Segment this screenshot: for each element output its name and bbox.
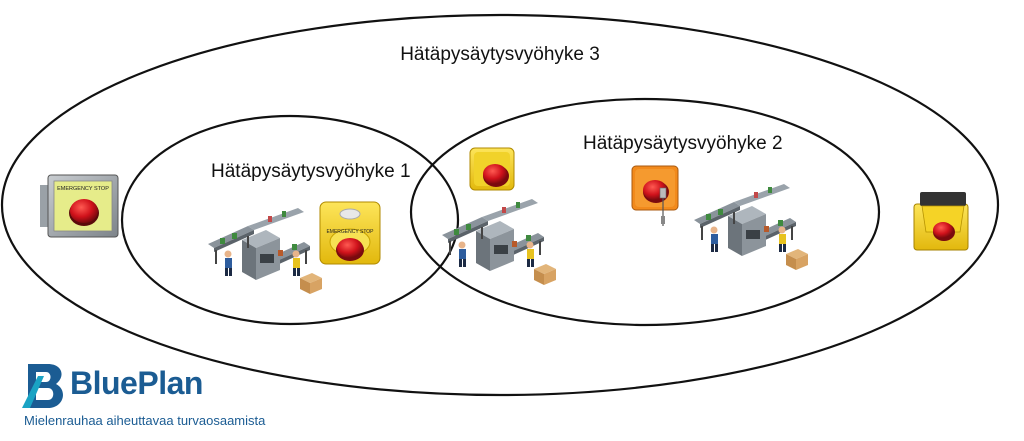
emergency-stop-box-icon xyxy=(469,147,515,191)
zone-3-boundary xyxy=(0,13,1000,397)
zone-2-label: Hätäpysäytysvyöhyke 2 xyxy=(583,133,783,154)
stop-box-text: EMERGENCY STOP xyxy=(326,229,374,235)
brand-name: BluePlan xyxy=(70,365,203,401)
conveyor-line-icon xyxy=(693,183,809,271)
brand-tagline: Mielenrauhaa aiheuttavaa turvaosaamista xyxy=(24,413,266,428)
zone-3-label: Hätäpysäytysvyöhyke 3 xyxy=(400,44,600,65)
zone-1-label: Hätäpysäytysvyöhyke 1 xyxy=(211,161,411,182)
zone-1-boundary xyxy=(120,114,460,326)
emergency-stop-box-icon xyxy=(913,192,969,251)
blueplan-logo-icon xyxy=(22,364,63,408)
conveyor-line-icon xyxy=(207,207,323,295)
emergency-stop-box-icon: EMERGENCY STOP xyxy=(319,201,381,265)
zone-2-boundary xyxy=(409,97,881,327)
emergency-stop-box-icon: EMERGENCY STOP xyxy=(40,174,119,238)
conveyor-line-icon xyxy=(441,198,557,286)
stop-box-text: EMERGENCY STOP xyxy=(57,186,109,192)
key-switch-icon xyxy=(631,165,679,226)
